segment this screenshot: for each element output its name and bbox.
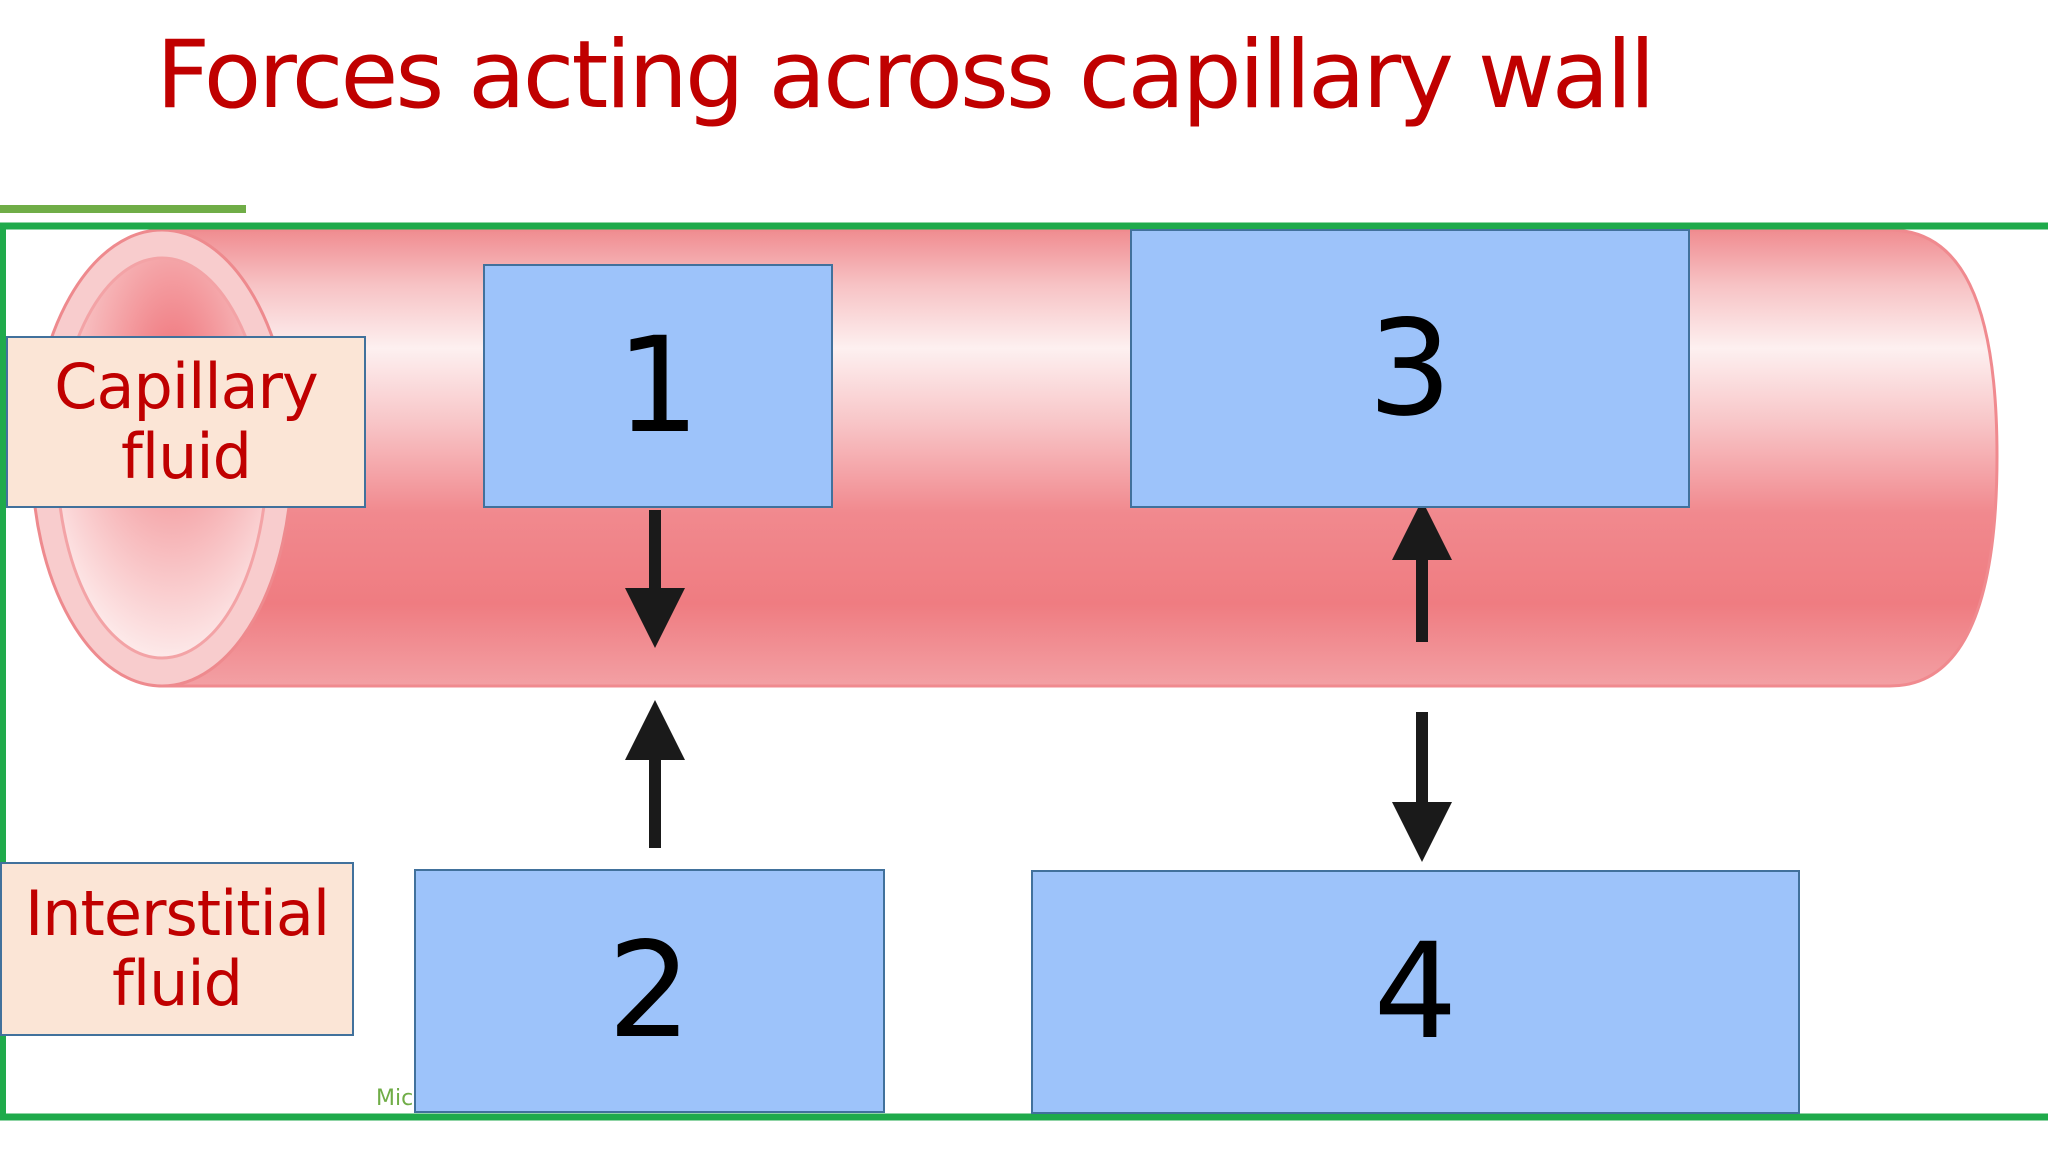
capillary-fluid-label: Capillary fluid	[6, 336, 366, 508]
interstitial-fluid-label: Interstitial fluid	[0, 862, 354, 1036]
force-box-1: 1	[483, 264, 833, 508]
capillary-vessel	[158, 228, 1999, 688]
title-accent-line	[0, 205, 246, 213]
slide-title: Forces acting across capillary wall	[156, 21, 1656, 130]
force-box-3: 3	[1130, 229, 1690, 508]
footer-text: Mic	[376, 1086, 414, 1111]
force-box-4: 4	[1031, 870, 1800, 1114]
force-box-2: 2	[414, 869, 885, 1113]
